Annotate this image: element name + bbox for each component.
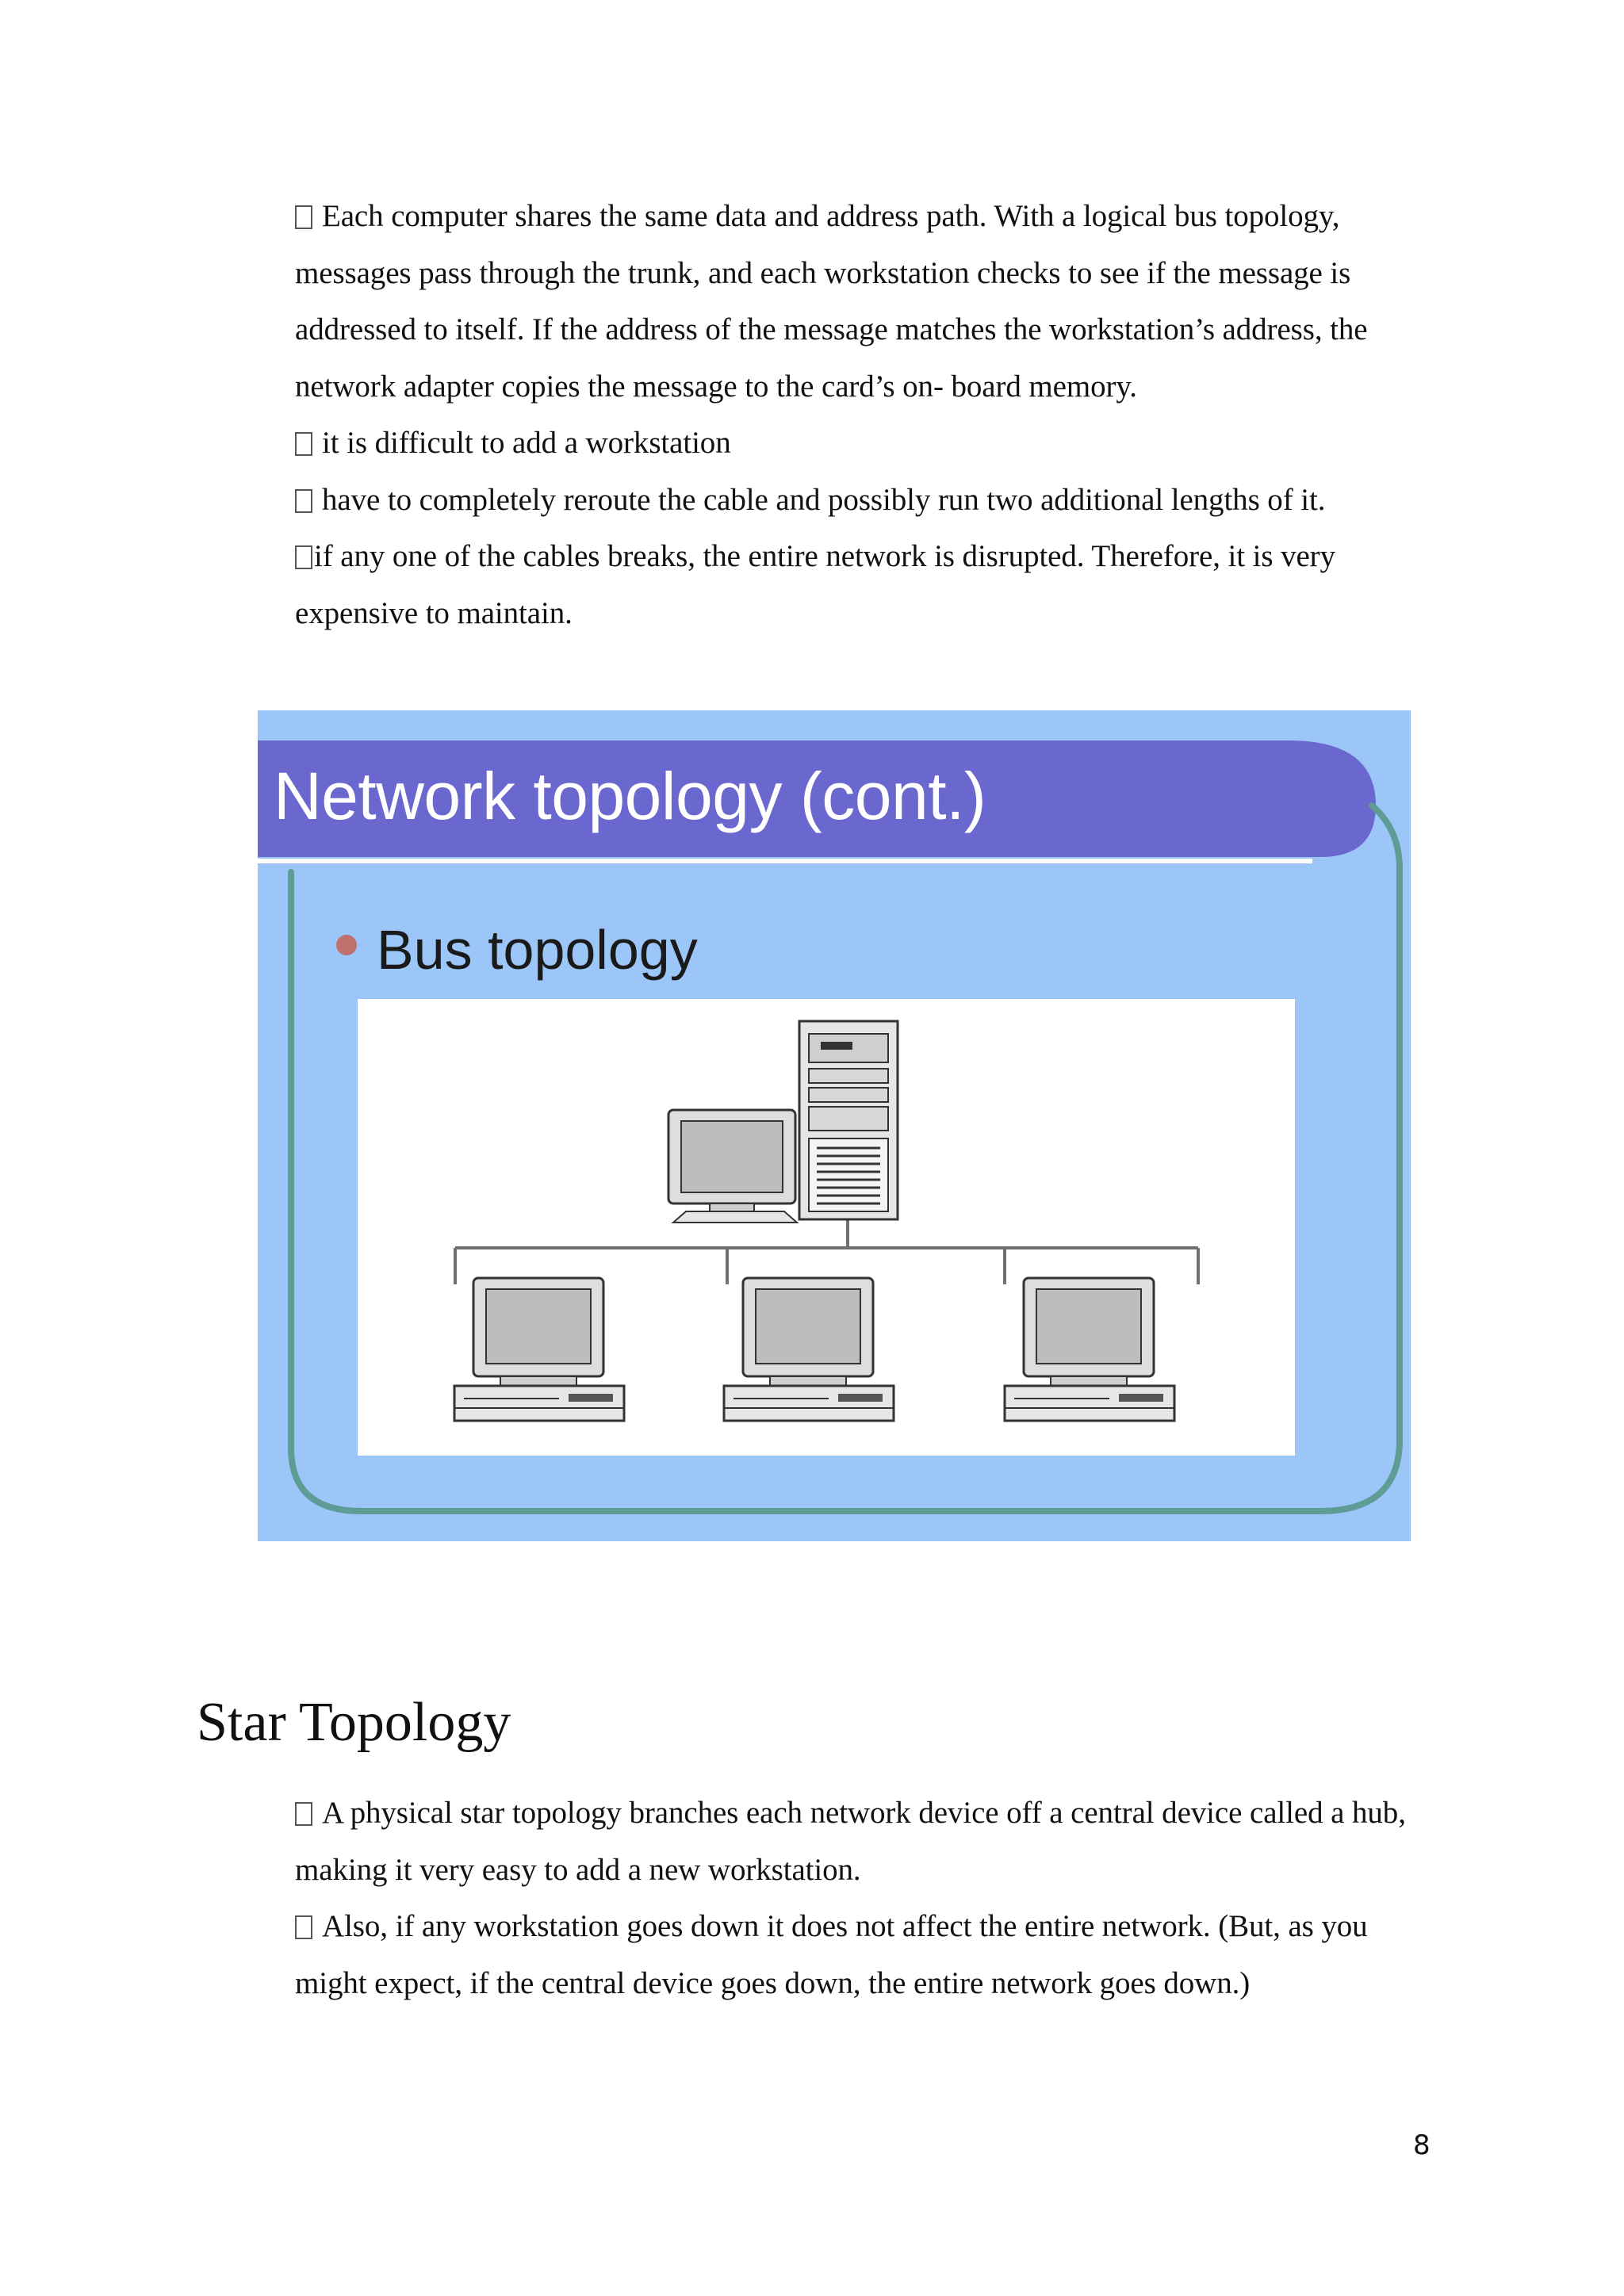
paragraph-text: Each computer shares the same data and a… [295, 199, 1368, 404]
desktop-computer-icon [453, 1276, 626, 1422]
paragraph: have to completely reroute the cable and… [295, 472, 1437, 529]
paragraph: if any one of the cables breaks, the ent… [295, 528, 1437, 641]
missing-glyph-bullet-icon [295, 432, 312, 456]
paragraph-text: if any one of the cables breaks, the ent… [295, 539, 1335, 630]
desktop-computer-icon [722, 1276, 895, 1422]
missing-glyph-bullet-icon [295, 545, 312, 569]
bus-topology-slide-image: Network topology (cont.) Bus topology [258, 710, 1411, 1541]
section-heading: Star Topology [197, 1692, 511, 1753]
paragraph: Also, if any workstation goes down it do… [295, 1898, 1437, 2011]
missing-glyph-bullet-icon [295, 488, 312, 513]
server-tower-icon [798, 1020, 899, 1221]
desktop-computer-icon [1003, 1276, 1176, 1422]
slide-title-bar [258, 740, 1376, 857]
desktop-computer-icon [667, 1108, 799, 1223]
slide-graphic [258, 710, 1411, 1541]
paragraph-text: A physical star topology branches each n… [295, 1796, 1406, 1887]
slide-frame [288, 802, 1403, 1514]
missing-glyph-bullet-icon [295, 1915, 312, 1939]
slide-bullet-text: Bus topology [377, 919, 698, 981]
missing-glyph-bullet-icon [295, 1802, 312, 1826]
slide-title: Network topology (cont.) [274, 759, 986, 833]
star-topology-notes: A physical star topology branches each n… [295, 1785, 1437, 2011]
paragraph-text: it is difficult to add a workstation [322, 426, 731, 460]
bus-cable [454, 1218, 1200, 1284]
paragraph: it is difficult to add a workstation [295, 415, 1437, 472]
missing-glyph-bullet-icon [295, 205, 312, 229]
paragraph-text: have to completely reroute the cable and… [322, 482, 1326, 517]
slide-bullet-dot [336, 935, 357, 955]
page-number: 8 [1413, 2130, 1431, 2161]
paragraph-text: Also, if any workstation goes down it do… [295, 1909, 1368, 2000]
paragraph: Each computer shares the same data and a… [295, 188, 1437, 415]
paragraph: A physical star topology branches each n… [295, 1785, 1437, 1898]
bus-topology-notes: Each computer shares the same data and a… [295, 188, 1437, 641]
